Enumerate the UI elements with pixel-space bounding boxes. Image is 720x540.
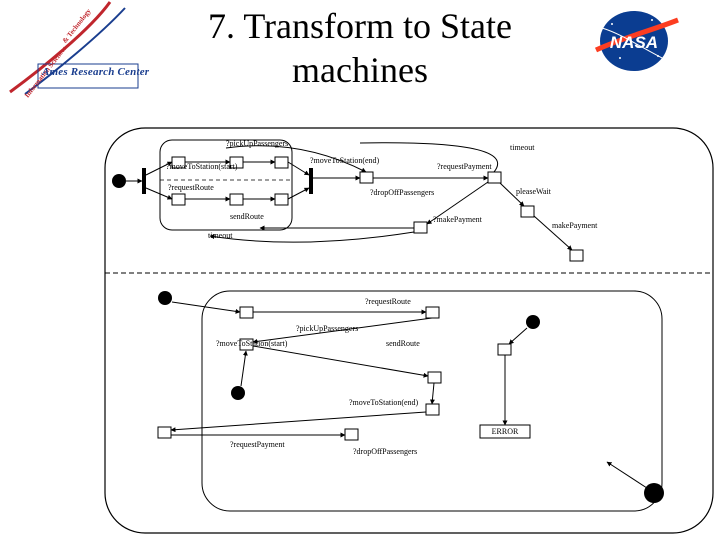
label-move-to-station-end: ?moveToStation(end): [310, 156, 380, 165]
state-box: [413, 221, 428, 234]
bottom-final-state: [644, 483, 664, 503]
bottom-initial-state-inner: [231, 386, 245, 400]
state-box: [239, 306, 254, 319]
label-error: ERROR: [492, 427, 519, 436]
bottom-initial-state-right: [526, 315, 540, 329]
label-b-request-route: ?requestRoute: [365, 297, 411, 306]
label-b-request-payment: ?requestPayment: [230, 440, 285, 449]
state-box: [520, 205, 535, 218]
state-box: [425, 306, 440, 319]
nasa-logo-text: NASA: [610, 33, 658, 52]
top-inner-composite-state: [159, 139, 293, 231]
label-b-move-to-station-end: ?moveToStation(end): [349, 398, 419, 407]
nasa-meatball-icon: NASA: [594, 11, 679, 71]
state-box: [497, 343, 512, 356]
top-initial-state: [112, 174, 126, 188]
state-box: [274, 156, 289, 169]
ames-logo-graphic: [9, 1, 139, 95]
state-box: [425, 403, 440, 416]
outer-state-container: [104, 127, 714, 534]
label-pick-up-passengers: ?pickUpPassengers: [226, 139, 288, 148]
label-timeout-top: timeout: [510, 143, 535, 152]
label-drop-off-passengers: ?dropOffPassengers: [370, 188, 434, 197]
label-move-to-station-start: ?moveToStation(start): [166, 162, 238, 171]
ames-logo-text: Ames Research Center: [42, 66, 150, 78]
state-box: [239, 338, 254, 351]
state-box: [487, 171, 502, 184]
state-box: [171, 193, 186, 206]
state-box: [229, 193, 244, 206]
top-fork-bar-left: [142, 168, 146, 194]
state-box: [427, 371, 442, 384]
label-request-route: ?requestRoute: [168, 183, 214, 192]
bottom-initial-state-left: [158, 291, 172, 305]
slide-title-line-2: machines: [292, 50, 428, 90]
state-box: [359, 171, 374, 184]
slide-title: 7. Transform to State machines: [150, 4, 570, 92]
label-make-payment-in: ?makePayment: [433, 215, 483, 224]
label-make-payment-out: makePayment: [552, 221, 598, 230]
label-send-route: sendRoute: [230, 212, 264, 221]
bottom-inner-composite-state: [201, 290, 663, 512]
label-please-wait: pleaseWait: [516, 187, 552, 196]
label-b-drop-off-passengers: ?dropOffPassengers: [353, 447, 417, 456]
label-b-pick-up-passengers: ?pickUpPassengers: [296, 324, 358, 333]
label-b-send-route: sendRoute: [386, 339, 420, 348]
nasa-logo: NASA: [592, 8, 680, 74]
state-box: [274, 193, 289, 206]
ames-logo: Information Sciences & Technology Ames R…: [0, 0, 150, 100]
top-join-bar-right: [309, 168, 313, 194]
state-box: [157, 426, 172, 439]
state-box: [569, 249, 584, 262]
state-box: [344, 428, 359, 441]
label-request-payment: ?requestPayment: [437, 162, 492, 171]
label-timeout-bottom: timeout: [208, 231, 233, 240]
slide-title-line-1: 7. Transform to State: [207, 6, 512, 46]
label-b-move-to-station-start: ?moveToStation(start): [216, 339, 288, 348]
